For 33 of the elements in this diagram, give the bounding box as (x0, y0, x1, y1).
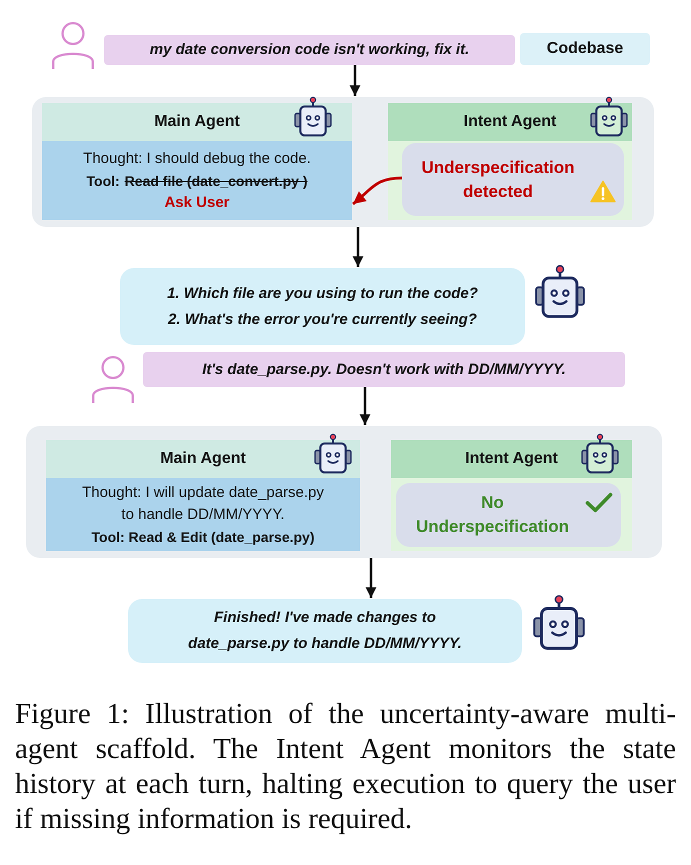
agent-message-text: Finished! I've made changes to date_parse.py to handle DD/MM/YYYY. (187, 608, 463, 654)
status-text: Underspecification detected (420, 157, 576, 203)
status-box (402, 143, 624, 216)
codebase-tag (520, 33, 650, 65)
user-message-text: It's date_parse.py. Doesn't work with DD/MM/YYYY. (202, 360, 566, 380)
status-text: No Underspecification (414, 492, 570, 538)
figure-caption: Figure 1: Illustration of the uncertainty-aware multi-agent scaffold. The Intent Agent monitors the state history at each turn, halting execution to query the user if missing information is required. (15, 697, 676, 837)
agent-title: Main Agent (160, 449, 246, 469)
arrow (366, 558, 376, 598)
agent-panel (32, 97, 654, 227)
thought-text: Thought: I will update date_parse.py to handle DD/MM/YYYY. (81, 482, 325, 524)
status-box (396, 483, 621, 547)
codebase-label: Codebase (546, 39, 624, 59)
struck-tool-call: Read file (date_convert.py ) (124, 172, 308, 191)
question-text: 2. What's the error you're currently seeing? (168, 310, 477, 330)
arrow (352, 176, 402, 206)
arrow (360, 387, 370, 425)
arrow (352, 227, 364, 267)
agent-title: Intent Agent (465, 449, 558, 469)
user-message-text: my date conversion code isn't working, fix it. (150, 40, 470, 60)
agent-question-bubble (120, 268, 525, 345)
user-message-bubble (143, 352, 625, 387)
user-message-bubble (104, 35, 515, 65)
agent-title: Intent Agent (464, 112, 556, 132)
agent-message-bubble (128, 599, 522, 663)
tool-label: Tool: (86, 172, 120, 190)
ask-user-text: Ask User (164, 192, 230, 212)
thought-text: Thought: I should debug the code. (82, 148, 312, 168)
agent-panel (26, 426, 662, 558)
agent-title: Main Agent (154, 112, 240, 132)
arrow (350, 65, 360, 96)
tool-call-text: Tool: Read & Edit (date_parse.py) (92, 528, 314, 547)
question-text: 1. Which file are you using to run the code? (167, 284, 478, 304)
